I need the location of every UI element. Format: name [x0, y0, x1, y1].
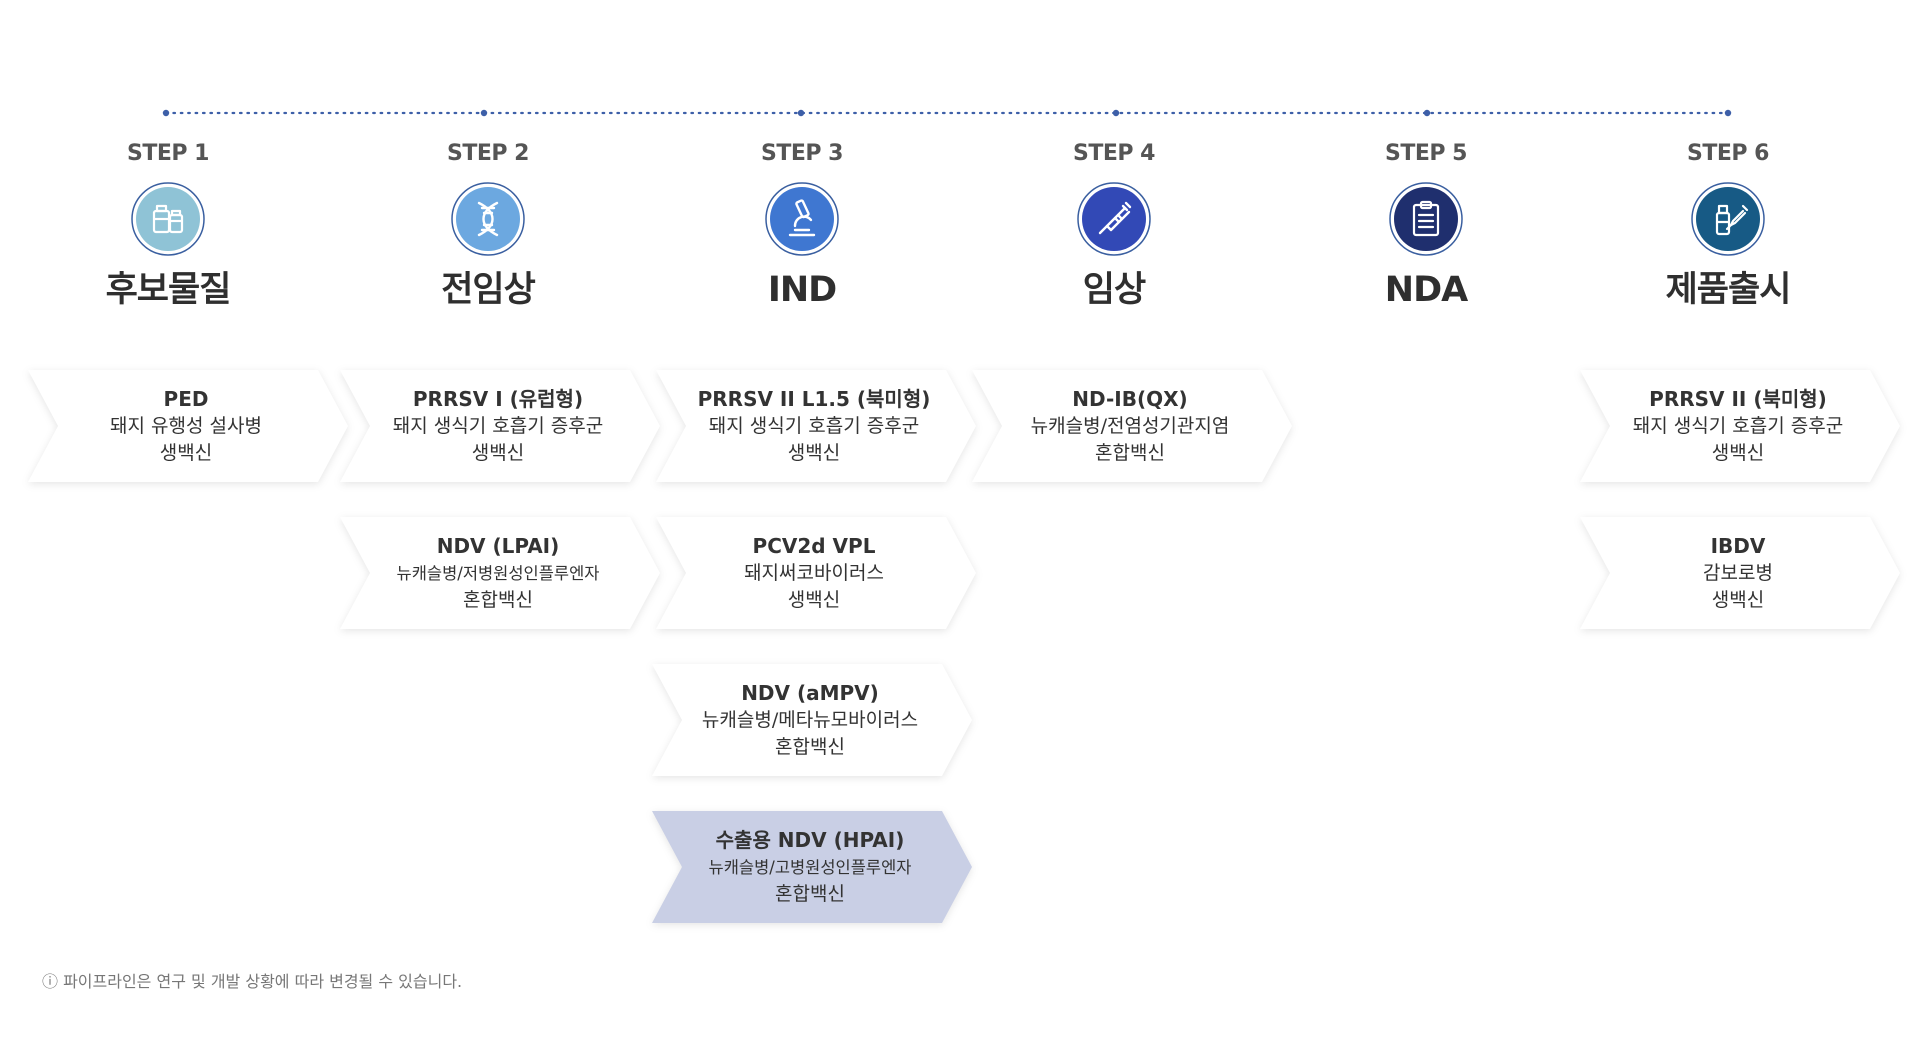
step-label: STEP 2 — [447, 141, 529, 166]
step-name: IND — [767, 270, 837, 310]
step-name: 전임상 — [441, 270, 536, 310]
syringe-icon — [1077, 182, 1151, 256]
pipeline-item-prrsv-2-l15: PRRSV II L1.5 (북미형) 돼지 생식기 호흡기 증후군 생백신 — [656, 370, 976, 482]
step-6: STEP 6 제품출시 — [1608, 138, 1848, 312]
pipeline-item-desc: 돼지써코바이러스 — [744, 561, 884, 584]
pipeline-item-desc: 뉴캐슬병/메타뉴모바이러스 — [701, 708, 919, 731]
step-label: STEP 4 — [1073, 141, 1155, 166]
step-name: 제품출시 — [1665, 270, 1792, 310]
pipeline-item-ped: PED 돼지 유행성 설사병 생백신 — [28, 370, 348, 482]
pipeline-item-desc: 돼지 유행성 설사병 — [110, 414, 262, 437]
step-5: STEP 5 NDA — [1306, 138, 1546, 312]
pipeline-item-type: 생백신 — [159, 441, 213, 464]
pipeline-item-title: NDV (aMPV) — [741, 680, 879, 705]
pipeline-item-pcv2d: PCV2d VPL 돼지써코바이러스 생백신 — [656, 517, 976, 629]
step-label: STEP 3 — [761, 141, 843, 166]
pipeline-item-desc: 뉴캐슬병/고병원성인플루엔자 — [708, 857, 912, 877]
pipeline-item-type: 생백신 — [471, 441, 525, 464]
step-name: 후보물질 — [105, 270, 232, 310]
step-label: STEP 1 — [127, 141, 209, 166]
pipeline-item-type: 혼합백신 — [775, 735, 845, 758]
pipeline-item-desc: 돼지 생식기 호흡기 증후군 — [708, 414, 920, 437]
step-name: 임상 — [1082, 270, 1146, 310]
microscope-icon — [765, 182, 839, 256]
pipeline-note: ⓘ 파이프라인은 연구 및 개발 상황에 따라 변경될 수 있습니다. — [42, 972, 463, 991]
pipeline-item-ibdv: IBDV 감보로병 생백신 — [1580, 517, 1900, 629]
step-1: STEP 1 후보물질 — [48, 138, 288, 312]
pipeline-item-title: PRRSV II (북미형) — [1649, 386, 1827, 411]
pipeline-item-title: PRRSV II L1.5 (북미형) — [697, 386, 931, 411]
bottles-icon — [131, 182, 205, 256]
pipeline-item-ndv-hpai: 수출용 NDV (HPAI) 뉴캐슬병/고병원성인플루엔자 혼합백신 — [652, 811, 972, 923]
pipeline-item-ndv-lpai: NDV (LPAI) 뉴캐슬병/저병원성인플루엔자 혼합백신 — [340, 517, 660, 629]
pipeline-item-title: NDV (LPAI) — [436, 533, 560, 558]
pipeline-item-type: 생백신 — [787, 441, 841, 464]
pipeline-item-type: 혼합백신 — [463, 588, 533, 611]
pipeline-item-desc: 뉴캐슬병/저병원성인플루엔자 — [396, 563, 600, 583]
pipeline-item-ndv-ampv: NDV (aMPV) 뉴캐슬병/메타뉴모바이러스 혼합백신 — [652, 664, 972, 776]
step-3: STEP 3 IND — [682, 138, 922, 312]
vaccine-icon — [1691, 182, 1765, 256]
timeline-line — [162, 109, 1732, 117]
pipeline-item-type: 생백신 — [1711, 588, 1765, 611]
step-2: STEP 2 전임상 — [368, 138, 608, 312]
step-4: STEP 4 임상 — [994, 138, 1234, 312]
pipeline-item-type: 생백신 — [787, 588, 841, 611]
step-label: STEP 5 — [1385, 141, 1467, 166]
pipeline-item-type: 혼합백신 — [775, 882, 845, 905]
pipeline-item-title: PRRSV I (유럽형) — [412, 386, 584, 411]
pipeline-item-prrsv-2: PRRSV II (북미형) 돼지 생식기 호흡기 증후군 생백신 — [1580, 370, 1900, 482]
clipboard-icon — [1389, 182, 1463, 256]
pipeline-item-desc: 돼지 생식기 호흡기 증후군 — [1632, 414, 1844, 437]
pipeline-item-desc: 뉴캐슬병/전염성기관지염 — [1030, 414, 1230, 437]
step-name: NDA — [1384, 270, 1468, 310]
pipeline-item-title: ND-IB(QX) — [1072, 386, 1188, 411]
pipeline-item-title: IBDV — [1710, 533, 1766, 558]
dna-icon — [451, 182, 525, 256]
pipeline-item-prrsv-1: PRRSV I (유럽형) 돼지 생식기 호흡기 증후군 생백신 — [340, 370, 660, 482]
pipeline-item-title: 수출용 NDV (HPAI) — [715, 827, 905, 852]
pipeline-item-type: 생백신 — [1711, 441, 1765, 464]
pipeline-item-desc: 감보로병 — [1703, 561, 1773, 584]
pipeline-item-title: PCV2d VPL — [752, 533, 876, 558]
timeline-dots — [162, 109, 1732, 117]
pipeline-item-nd-ib-qx: ND-IB(QX) 뉴캐슬병/전염성기관지염 혼합백신 — [972, 370, 1292, 482]
step-label: STEP 6 — [1687, 141, 1769, 166]
pipeline-item-title: PED — [163, 386, 209, 411]
pipeline-item-type: 혼합백신 — [1095, 441, 1165, 464]
pipeline-item-desc: 돼지 생식기 호흡기 증후군 — [392, 414, 604, 437]
